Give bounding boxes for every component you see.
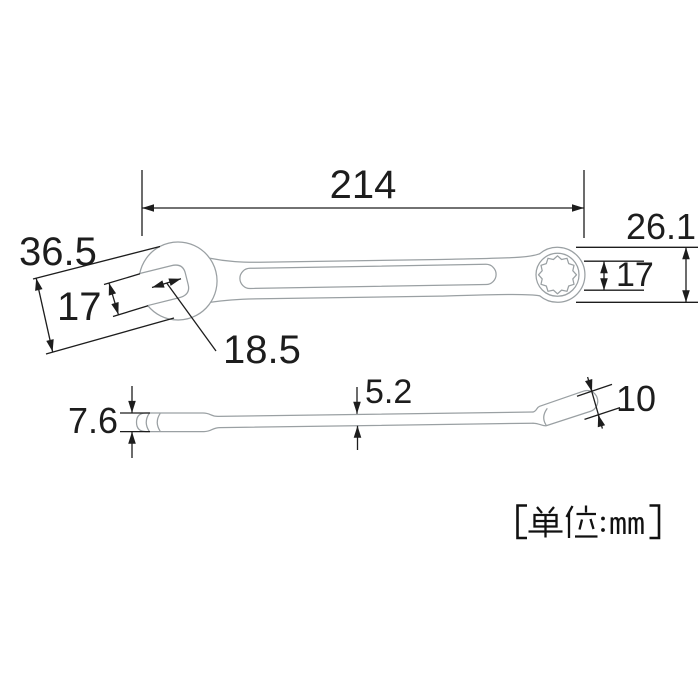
dim-label-open-end-width: 36.5 [19, 230, 97, 274]
bracket-left-icon [516, 504, 527, 540]
open-end-outline [139, 241, 218, 321]
unit-label: mm [516, 504, 661, 542]
side-head-chamfer-line-2 [156, 413, 161, 432]
extension-line [584, 406, 621, 421]
side-head-chamfer-line-1 [145, 413, 150, 432]
dimension-arrow [597, 414, 606, 428]
dim-label-ring-outer-diameter: 26.1 [626, 206, 696, 247]
dim-open-end-width: 36.5 [19, 230, 175, 355]
dim-jaw-opening: 17 [57, 273, 149, 329]
extension-line [576, 383, 613, 397]
side-ring-neck-line [543, 408, 548, 426]
dim-label-head-thickness: 7.6 [68, 400, 118, 441]
extension-line [112, 305, 149, 318]
side-ring-end-outline [532, 389, 599, 427]
dim-label-shank-thickness: 5.2 [365, 373, 412, 411]
dim-label-jaw-diagonal: 18.5 [223, 328, 301, 372]
ring-12-point-socket [537, 255, 578, 295]
dimension-line [108, 282, 120, 315]
extension-line [32, 245, 161, 280]
fullwidth-colon-icon [601, 516, 605, 532]
ring-end-outer-edge [539, 246, 586, 303]
shank-bottom-edge [210, 293, 541, 303]
kanji-i-icon [565, 505, 598, 538]
dim-overall-length: 214 [141, 163, 585, 238]
bracket-right-icon [649, 504, 661, 540]
open-end-head [139, 241, 218, 321]
dimension-line [35, 278, 54, 352]
dim-ring-inner-width: 17 [584, 256, 654, 294]
wrench-side-view [135, 389, 599, 433]
extension-line [103, 273, 141, 286]
dim-jaw-diagonal: 18.5 [151, 278, 301, 372]
dim-ring-outer-diameter: 26.1 [576, 206, 698, 303]
dim-shank-thickness: 5.2 [353, 373, 412, 450]
side-body-outline [135, 411, 534, 433]
extension-line [45, 317, 175, 355]
dim-label-jaw-opening: 17 [57, 285, 102, 329]
unit-mm-text: mm [609, 507, 645, 542]
dim-label-ring-inner-width: 17 [616, 256, 654, 294]
wrench-top-view [139, 241, 586, 321]
kanji-tan-icon [528, 506, 563, 538]
dim-head-thickness: 7.6 [68, 386, 150, 458]
dim-label-ring-end-thickness: 10 [616, 378, 656, 419]
dimension-arrow [584, 379, 593, 392]
dim-ring-end-thickness: 10 [576, 376, 656, 429]
leader-line [165, 282, 217, 352]
shank-groove-slot [239, 263, 497, 290]
dim-label-overall-length: 214 [330, 163, 397, 207]
shank-top-edge [209, 253, 541, 263]
